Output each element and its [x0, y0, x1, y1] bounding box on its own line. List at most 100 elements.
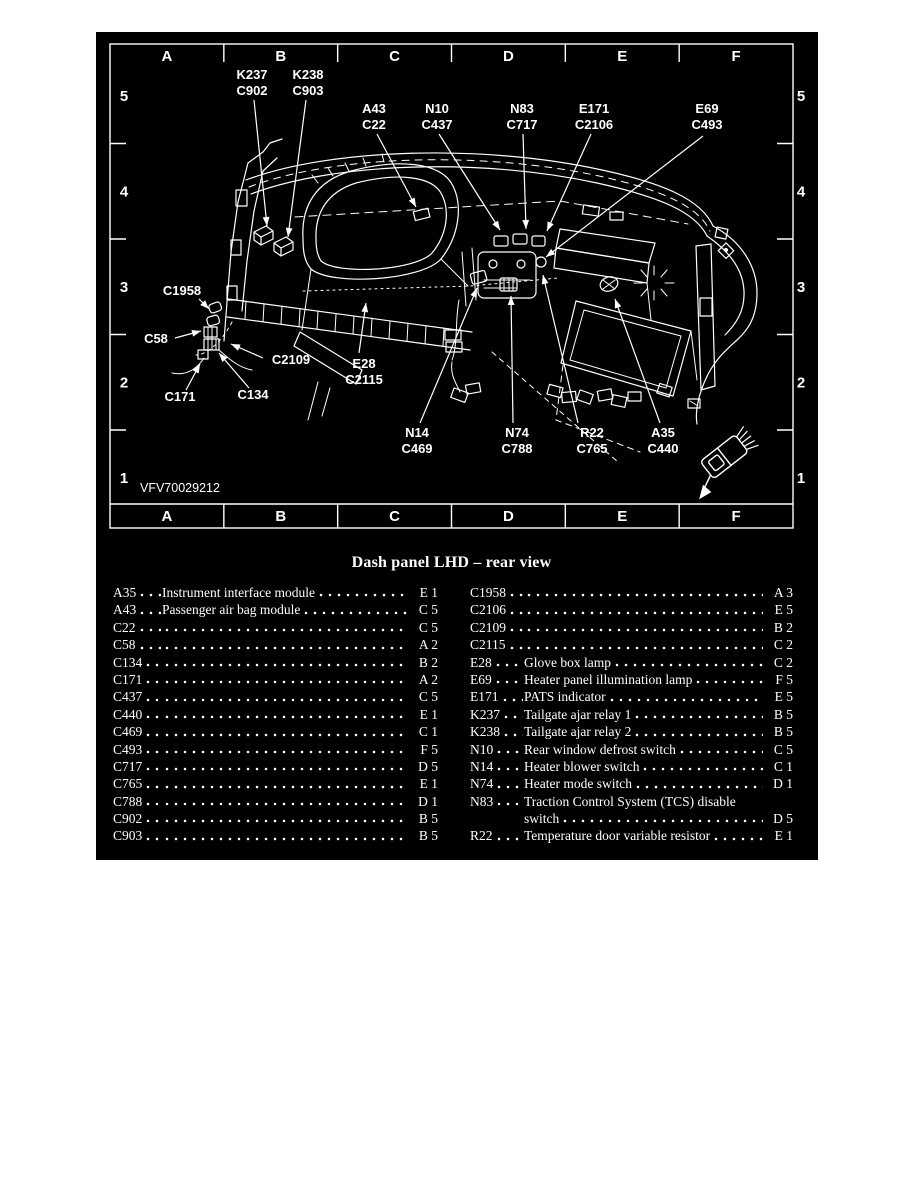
- index-code: C22: [113, 619, 136, 635]
- dot-leader: [635, 784, 763, 789]
- index-code-field: C717: [113, 758, 162, 775]
- callout-label: R22: [580, 425, 604, 440]
- dot-leader: [146, 767, 161, 772]
- callout-label: C440: [647, 441, 678, 456]
- callout-label: C717: [506, 117, 537, 132]
- index-code-field: N14: [470, 758, 524, 775]
- index-description: Tailgate ajar relay 1: [524, 706, 632, 722]
- dot-leader: [146, 749, 161, 754]
- index-grid-ref: D 5: [418, 758, 438, 774]
- grid-row-number: 3: [120, 279, 128, 296]
- leader-arrowhead: [231, 344, 241, 351]
- index-row: C717 D 5: [113, 758, 438, 775]
- index-description: Traction Control System (TCS) disable: [524, 793, 736, 809]
- index-grid-ref: B 5: [418, 828, 438, 844]
- callout-label: C134: [237, 387, 269, 402]
- index-grid-ref: E 1: [419, 706, 438, 722]
- dot-leader: [504, 715, 523, 720]
- index-code: C1958: [470, 585, 507, 600]
- dot-leader: [165, 645, 408, 650]
- grid-row-number: 4: [120, 183, 129, 200]
- dot-leader: [510, 628, 523, 633]
- index-code-field: C437: [113, 688, 162, 705]
- grid-column-letter: A: [161, 48, 172, 65]
- index-code-field: N74: [470, 775, 524, 792]
- leader-arrowhead: [507, 296, 515, 306]
- dot-leader: [495, 662, 523, 667]
- index-description: switch: [524, 811, 560, 827]
- leader-line: [287, 99, 307, 238]
- leader-arrowhead: [219, 353, 228, 363]
- callout-label: N14: [405, 425, 430, 440]
- grid-column-letter: E: [617, 48, 627, 65]
- grid-row-number: 5: [797, 88, 805, 105]
- dot-leader: [497, 802, 523, 807]
- leader-line: [253, 99, 268, 227]
- index-grid-ref: E 1: [774, 828, 793, 844]
- index-code: E171: [470, 689, 499, 705]
- index-description: Instrument interface module: [162, 585, 315, 600]
- index-code-field: A35: [113, 584, 162, 601]
- index-code: C765: [113, 776, 143, 792]
- dot-leader: [165, 715, 408, 720]
- callout-label: K237: [236, 67, 267, 82]
- leader-arrowhead: [192, 364, 200, 374]
- index-description: Glove box lamp: [524, 654, 611, 670]
- index-grid-ref: B 5: [773, 724, 793, 740]
- figure-number: VFV70029212: [140, 481, 220, 495]
- leader-arrowhead: [361, 303, 369, 313]
- callout-layer: K237C902K238C903A43C22N10C437N83C717E171…: [144, 67, 722, 456]
- index-code-field: C1958: [470, 584, 524, 601]
- index-code: R22: [470, 828, 493, 844]
- callout-label: C58: [144, 331, 168, 346]
- index-grid-ref: C 5: [418, 619, 438, 635]
- dot-leader: [146, 802, 161, 807]
- dot-leader: [304, 610, 408, 615]
- index-code-field: N10: [470, 741, 524, 758]
- index-grid-ref: E 1: [419, 585, 438, 600]
- grid-column-letter: A: [161, 508, 172, 525]
- index-grid-ref: C 2: [773, 654, 793, 670]
- leader-arrowhead: [191, 330, 201, 337]
- leader-arrowhead: [470, 288, 477, 298]
- grid-row-number: 3: [797, 279, 805, 296]
- index-code: C2106: [470, 602, 507, 618]
- index-code-field: K237: [470, 706, 524, 723]
- index-code-field: A43: [113, 601, 162, 618]
- grid-frame: [109, 43, 794, 529]
- index-description: Tailgate ajar relay 2: [524, 724, 632, 740]
- index-grid-ref: A 2: [418, 637, 438, 653]
- leader-arrowhead: [408, 197, 416, 207]
- leader-arrowhead: [285, 227, 293, 237]
- leader-arrowhead: [492, 220, 500, 230]
- grid-column-letter: C: [389, 508, 400, 525]
- callout-label: E28: [352, 356, 375, 371]
- index-code: A43: [113, 602, 137, 618]
- leader-arrowhead: [546, 248, 556, 257]
- dot-leader: [643, 767, 763, 772]
- callout-label: C903: [292, 83, 323, 98]
- dot-leader: [165, 836, 408, 841]
- grid-row-number: 1: [797, 470, 805, 487]
- grid-row-number: 1: [120, 470, 128, 487]
- callout-label: C493: [691, 117, 722, 132]
- leader-line: [419, 287, 478, 424]
- dot-leader: [497, 784, 523, 789]
- index-code-field: C22: [113, 619, 162, 636]
- dot-leader: [165, 662, 408, 667]
- grid-column-letter: B: [275, 48, 286, 65]
- callout-label: E171: [579, 101, 609, 116]
